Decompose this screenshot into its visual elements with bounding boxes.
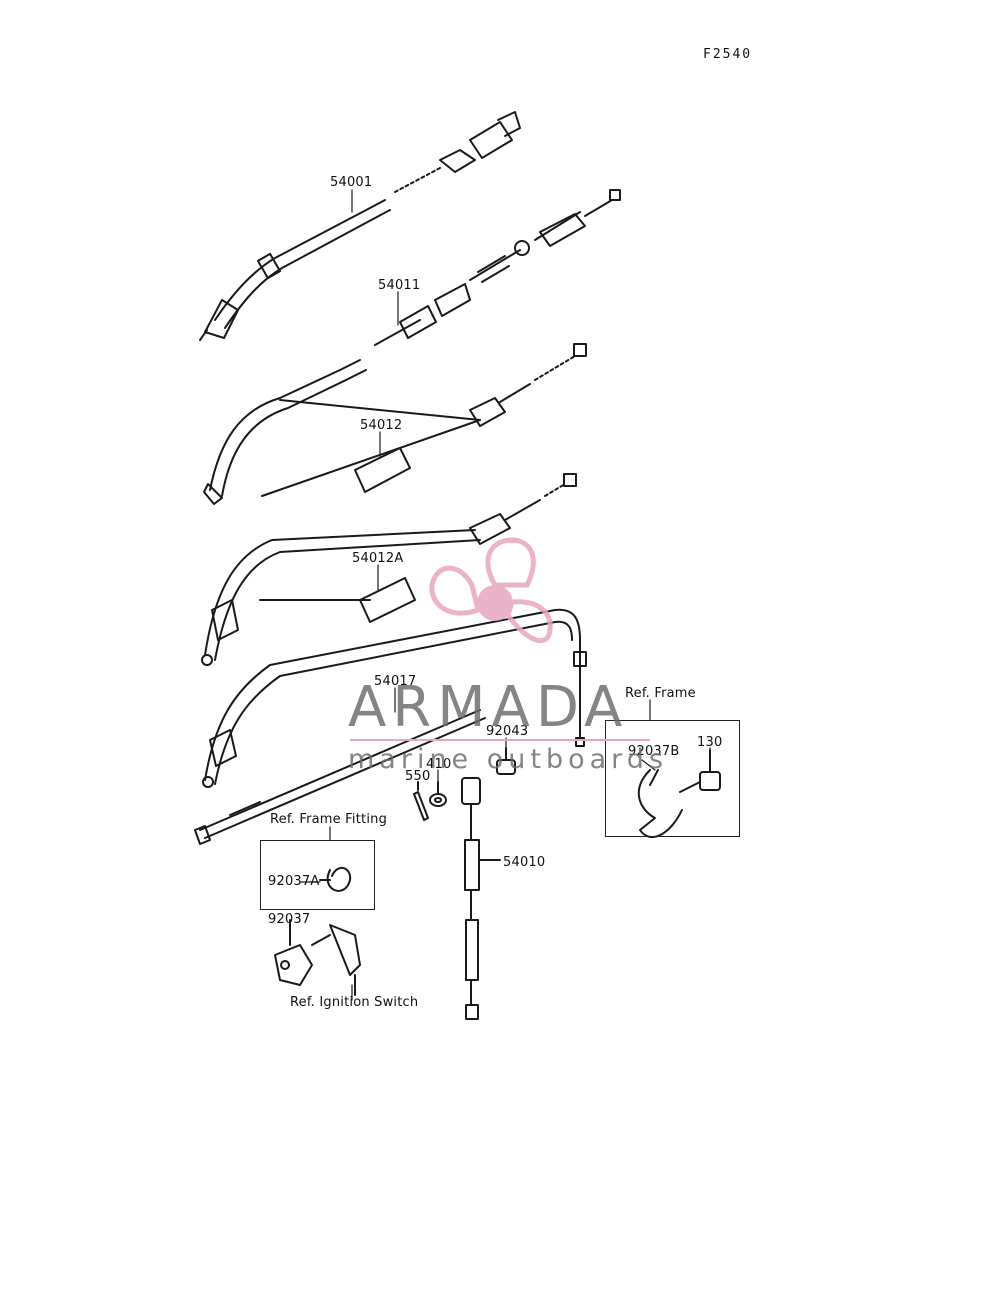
ignition-bracket [311, 924, 361, 996]
watermark-tagline: marine outboards [348, 744, 669, 775]
pin-550 [413, 781, 429, 821]
ref-frame-box [605, 720, 740, 837]
spring-clip-92037B [637, 769, 683, 839]
part-label-410: 410 [426, 757, 452, 772]
ref-frame-label: Ref. Frame [625, 686, 696, 701]
part-label-92037: 92037 [268, 912, 311, 927]
ref-ignition-switch-label: Ref. Ignition Switch [290, 995, 419, 1010]
ref-frame-fitting-label: Ref. Frame Fitting [270, 812, 388, 827]
watermark-divider [350, 739, 650, 741]
figure-code: F2540 [703, 47, 753, 62]
speedometer-cable-54001 [199, 111, 521, 341]
cable-54011 [374, 189, 621, 346]
part-label-54012A: 54012A [352, 551, 404, 566]
part-label-54011: 54011 [378, 278, 421, 293]
part-label-92037B: 92037B [628, 744, 680, 759]
part-label-92037A: 92037A [268, 874, 320, 889]
cable-long-bottom [194, 709, 486, 845]
clip-92037A [319, 866, 352, 892]
part-label-54012: 54012 [360, 418, 403, 433]
part-label-92043: 92043 [486, 724, 529, 739]
clutch-cable-54012 [203, 343, 587, 505]
bolt-92043 [496, 747, 516, 775]
clamp-92037 [274, 919, 313, 986]
choke-cable-54017 [202, 608, 587, 788]
part-label-54017: 54017 [374, 674, 417, 689]
leader-lines [289, 189, 711, 1001]
cable-54010 [461, 777, 501, 1020]
part-label-550: 550 [405, 769, 431, 784]
armada-logo-mark [429, 537, 553, 644]
part-label-130: 130 [697, 735, 723, 750]
washer-410 [429, 781, 447, 807]
ref-frame-fitting-box [260, 840, 375, 910]
part-label-54010: 54010 [503, 855, 546, 870]
clutch-cable-54012A [201, 473, 577, 666]
watermark-brand: ARMADA [348, 675, 629, 740]
part-label-54001: 54001 [330, 175, 373, 190]
